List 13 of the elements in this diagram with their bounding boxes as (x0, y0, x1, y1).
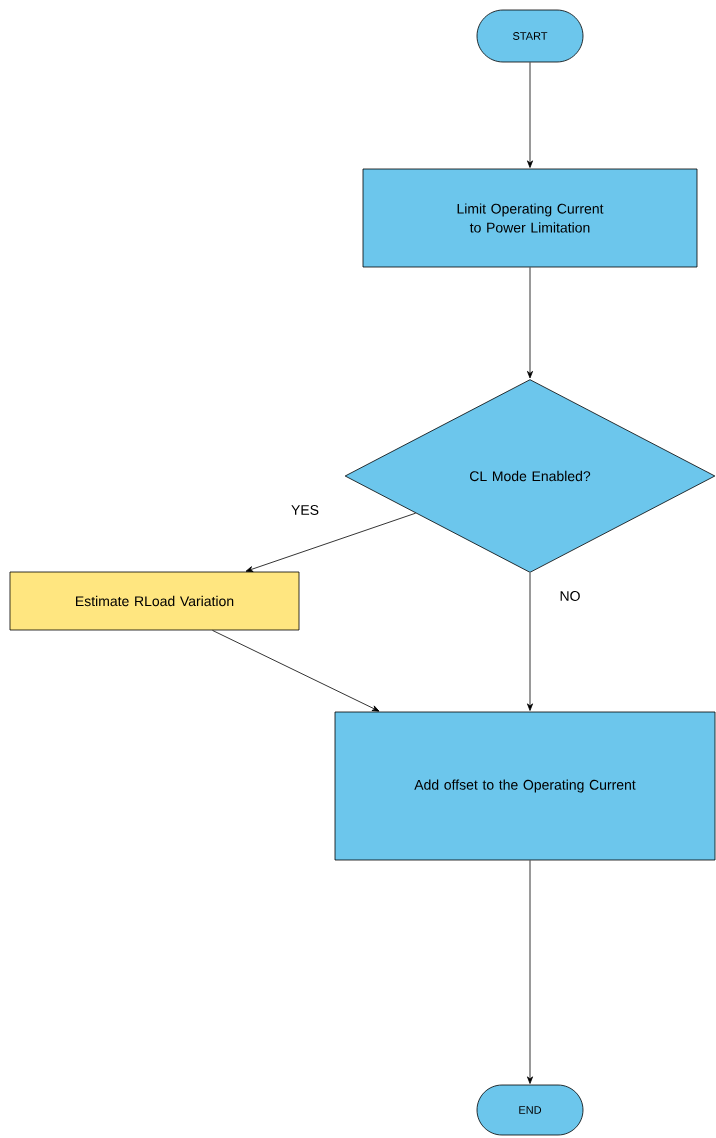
start-terminal: START (476, 9, 584, 63)
process-box: Limit Operating Current to Power Limitation (362, 168, 698, 268)
process-box: Add offset to the Operating Current (334, 711, 716, 861)
arrow (212, 630, 380, 712)
process-box: Estimate RLoad Variation (9, 571, 300, 631)
end-terminal: END (476, 1084, 584, 1136)
edge-label: NO (558, 590, 582, 602)
arrow (245, 512, 417, 572)
arrow (527, 62, 533, 168)
arrow (527, 267, 533, 379)
arrow (527, 860, 533, 1084)
edge-label: YES (290, 504, 320, 516)
arrow (527, 572, 533, 711)
